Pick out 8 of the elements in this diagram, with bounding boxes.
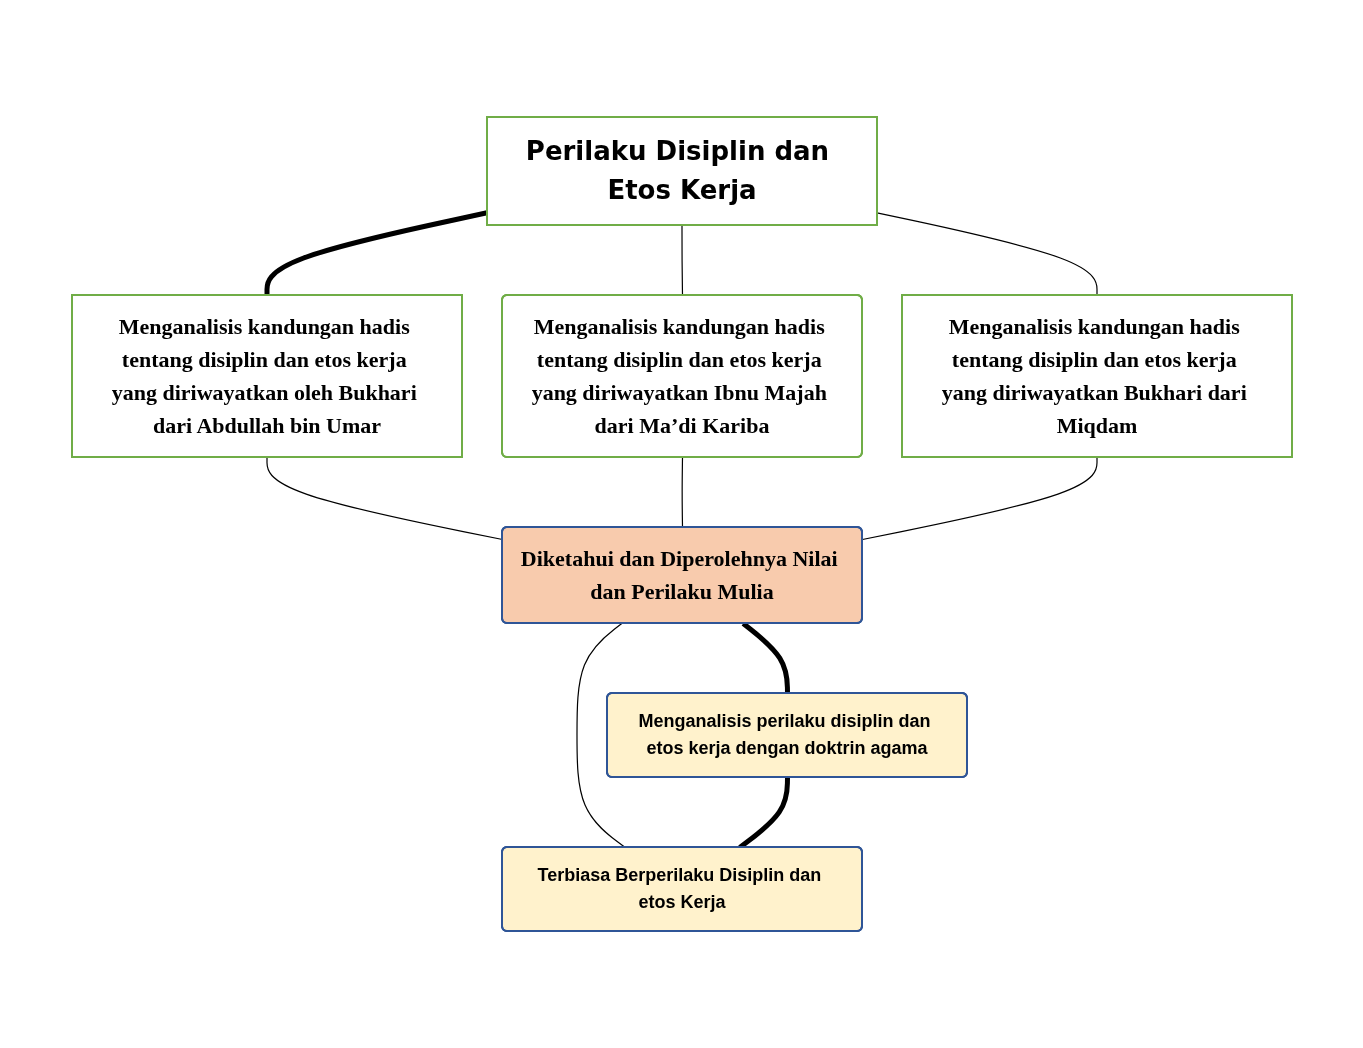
- node-box: Menganalisis kandungan hadis tentang disiplin dan etos kerja yang diriwayatkan Bukhari dari Miqdam: [900, 294, 1293, 458]
- connector: [575, 622, 626, 849]
- connector: [861, 456, 1098, 541]
- node-box: Perilaku Disiplin dan Etos Kerja: [485, 116, 878, 226]
- connector: [680, 224, 683, 297]
- node-text: Menganalisis kandungan hadis tentang disiplin dan etos kerja yang diriwayatkan Ibnu Majah dari Ma’di Kariba: [531, 314, 827, 438]
- connector: [681, 456, 683, 529]
- node-box: Menganalisis kandungan hadis tentang disiplin dan etos kerja yang diriwayatkan oleh Bukhari dari Abdullah bin Umar: [70, 294, 463, 458]
